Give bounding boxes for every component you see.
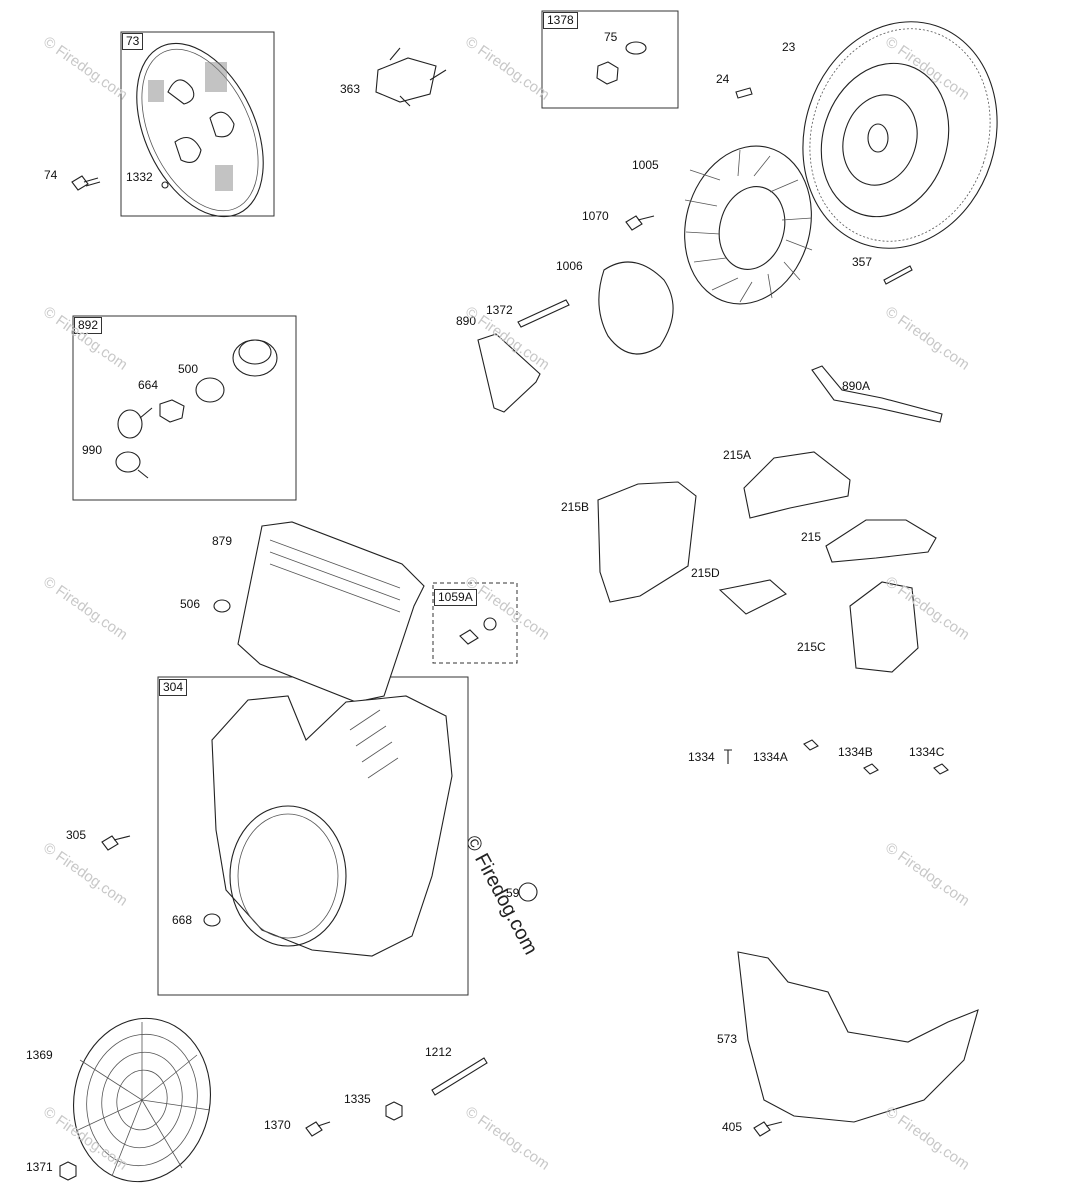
part-label-357: 357: [852, 255, 873, 269]
screw-1334b-icon: [863, 763, 879, 775]
screw-1334-icon: [724, 749, 732, 764]
part-label-890a: 890A: [842, 379, 871, 393]
key-switch-892-icon: [115, 339, 278, 479]
flywheel-23-icon: [802, 21, 998, 249]
box-label-73: 73: [122, 33, 144, 50]
nut-1371-icon: [59, 1161, 77, 1181]
shroud-215a-icon: [743, 451, 851, 519]
part-label-1369: 1369: [26, 1048, 53, 1062]
nut-1335-icon: [385, 1101, 403, 1121]
shroud-215b-icon: [597, 481, 697, 603]
part-label-23: 23: [782, 40, 796, 54]
part-label-1334c: 1334C: [909, 745, 945, 759]
box-73: [120, 31, 275, 217]
part-label-74: 74: [44, 168, 58, 182]
key-24-icon: [735, 87, 753, 99]
part-label-890: 890: [456, 314, 477, 328]
nut-1378-icon: [596, 61, 619, 85]
box-label-304: 304: [159, 679, 188, 696]
plug-506-icon: [213, 599, 231, 613]
part-label-215d: 215D: [691, 566, 720, 580]
mesh-disc-icon: [136, 42, 264, 218]
part-label-1372: 1372: [486, 303, 513, 317]
cover-879-icon: [237, 521, 425, 703]
part-label-1070: 1070: [582, 209, 609, 223]
screw-1334a-icon: [803, 739, 819, 751]
part-label-573: 573: [717, 1032, 738, 1046]
shroud-215c-icon: [849, 581, 919, 673]
part-label-664: 664: [138, 378, 159, 392]
part-label-215b: 215B: [561, 500, 590, 514]
grommet-59-icon: [518, 882, 538, 902]
bracket-890a-icon: [811, 365, 943, 423]
part-label-1006: 1006: [556, 259, 583, 273]
part-label-59: 59: [506, 886, 520, 900]
shroud-215d-icon: [718, 579, 787, 615]
stud-1212-icon: [431, 1057, 488, 1096]
box-1059a: [432, 582, 518, 664]
plug-668-icon: [203, 913, 221, 927]
part-label-363: 363: [340, 82, 361, 96]
screw-1370-icon: [305, 1121, 331, 1137]
screw-405-icon: [753, 1121, 783, 1137]
part-label-879: 879: [212, 534, 233, 548]
bracket-363-icon: [375, 47, 447, 107]
box-1378: [541, 10, 679, 109]
bolt-74-icon: [71, 175, 101, 191]
part-label-24: 24: [716, 72, 730, 86]
box-label-1059a: 1059A: [434, 589, 477, 606]
part-label-1332: 1332: [126, 170, 153, 184]
box-label-1378: 1378: [543, 12, 578, 29]
part-label-215a: 215A: [723, 448, 752, 462]
stud-1372-icon: [517, 299, 570, 328]
part-label-1005: 1005: [632, 158, 659, 172]
screw-1334c-icon: [933, 763, 949, 775]
bracket-890-icon: [477, 333, 541, 413]
shroud-215-icon: [825, 519, 937, 563]
bolt-1070-icon: [625, 215, 655, 231]
screw-1059a-icon: [459, 629, 479, 645]
part-label-215c: 215C: [797, 640, 826, 654]
blower-housing-304-icon: [211, 695, 453, 957]
part-label-668: 668: [172, 913, 193, 927]
box-label-892: 892: [74, 317, 103, 334]
part-label-1370: 1370: [264, 1118, 291, 1132]
part-label-305: 305: [66, 828, 87, 842]
part-label-1371: 1371: [26, 1160, 53, 1174]
part-label-990: 990: [82, 443, 103, 457]
part-label-405: 405: [722, 1120, 743, 1134]
washer-1332-icon: [161, 181, 169, 189]
pin-357-icon: [883, 265, 913, 285]
part-label-1212: 1212: [425, 1045, 452, 1059]
part-label-1334a: 1334A: [753, 750, 788, 764]
part-label-506: 506: [180, 597, 201, 611]
part-label-215: 215: [801, 530, 822, 544]
washer-75-icon: [625, 41, 647, 55]
part-label-1334b: 1334B: [838, 745, 873, 759]
part-label-75: 75: [604, 30, 618, 44]
fan-1005-icon: [684, 145, 813, 305]
guard-1369-icon: [72, 1017, 212, 1183]
screw-305-icon: [101, 835, 131, 851]
part-label-500: 500: [178, 362, 199, 376]
part-label-1334: 1334: [688, 750, 715, 764]
gasket-1006-icon: [598, 261, 674, 355]
baffle-573-icon: [737, 951, 979, 1123]
box-892: [72, 315, 297, 501]
part-label-1335: 1335: [344, 1092, 371, 1106]
